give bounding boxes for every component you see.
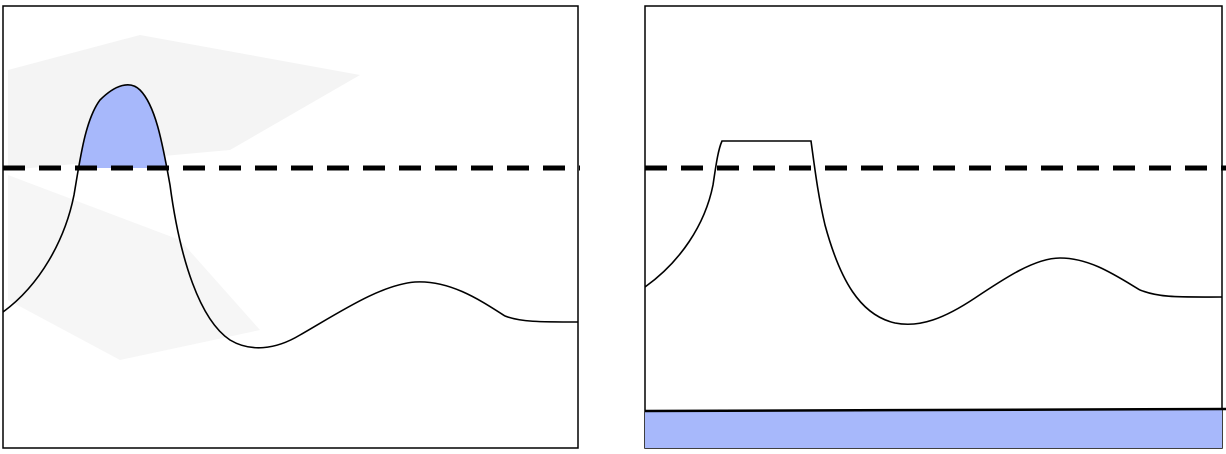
left-waveform-curve xyxy=(2,84,579,349)
right-waveform-curve xyxy=(644,140,1223,326)
right-bottom-band-edge xyxy=(644,407,1226,413)
watermark-shape-2 xyxy=(8,175,260,360)
right-panel-frame xyxy=(644,5,1223,449)
watermark-shape-1 xyxy=(8,35,360,170)
right-bottom-band xyxy=(645,410,1222,448)
left-panel-frame xyxy=(2,5,579,449)
left-peak-shaded-area xyxy=(79,85,166,168)
left-panel xyxy=(2,5,580,449)
right-panel xyxy=(644,5,1226,449)
watermark-shapes xyxy=(8,35,360,360)
